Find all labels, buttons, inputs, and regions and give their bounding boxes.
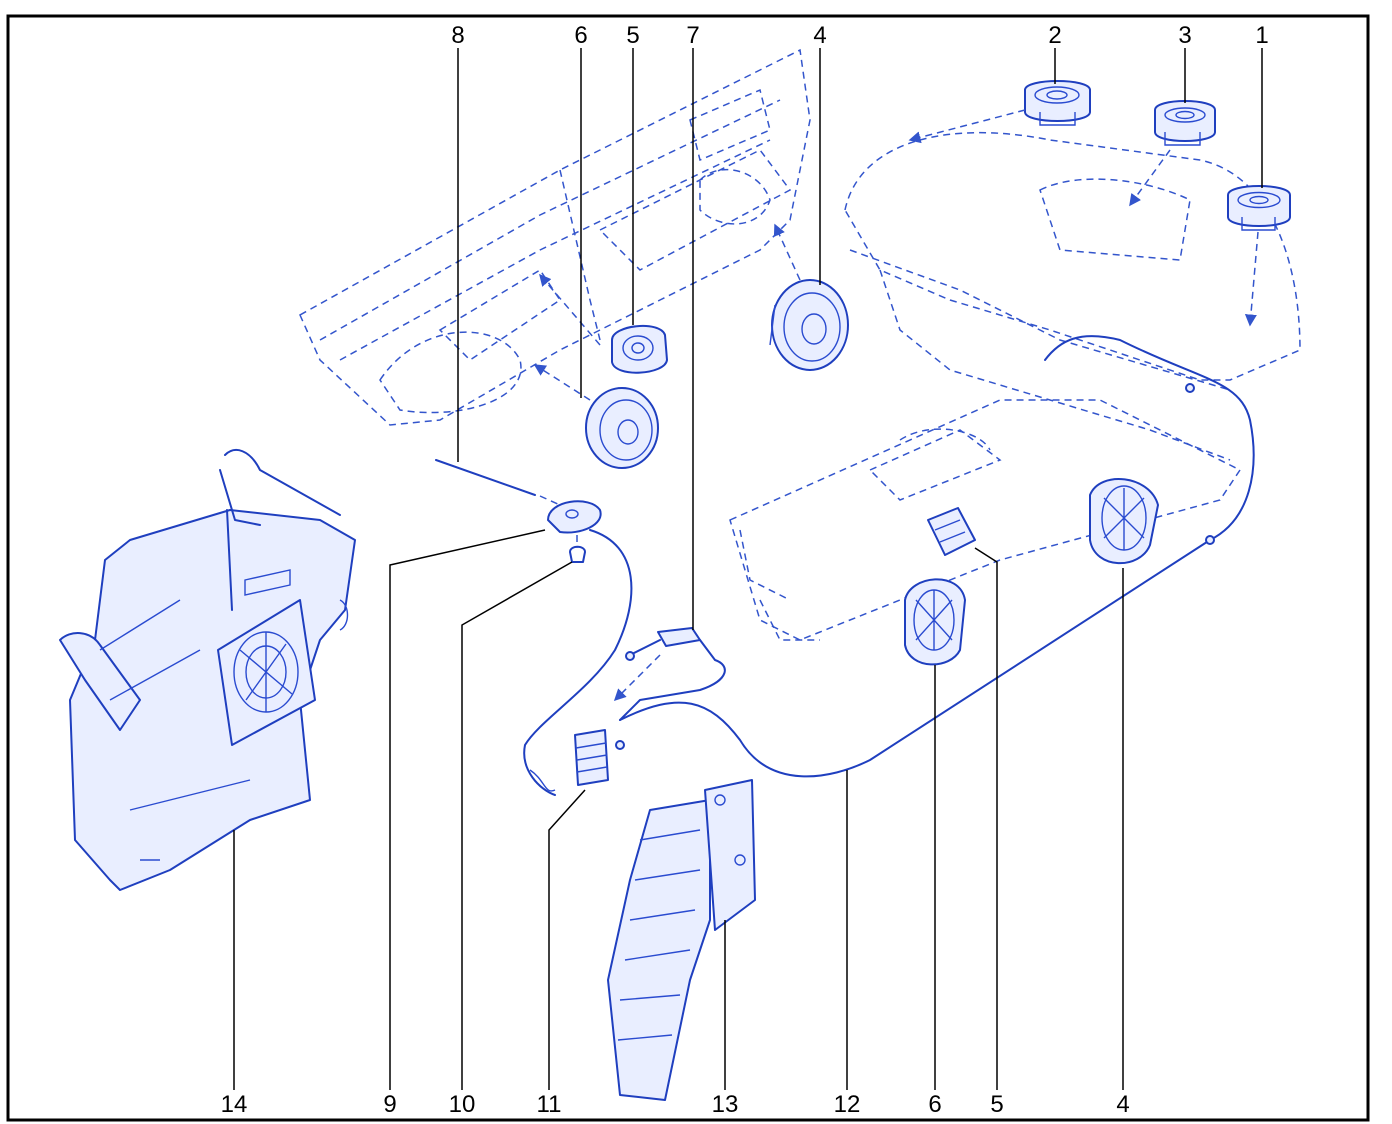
diagram-frame bbox=[6, 14, 1370, 1122]
part-4-rear-door-speaker bbox=[1089, 478, 1159, 565]
part-3-tweeter bbox=[1154, 100, 1216, 146]
part-4-front-door-speaker bbox=[769, 279, 849, 371]
callout-6-bottom: 6 bbox=[928, 1091, 941, 1118]
callout-4-bottom: 4 bbox=[1116, 1091, 1129, 1118]
callout-1: 1 bbox=[1255, 22, 1268, 49]
callout-12: 12 bbox=[834, 1091, 861, 1118]
part-5-door-tweeter bbox=[611, 324, 668, 374]
callout-labels: 1 2 3 4 5 6 7 8 9 10 11 12 13 14 6 5 4 bbox=[221, 22, 1269, 1118]
part-1-tweeter bbox=[1227, 185, 1291, 231]
callout-9: 9 bbox=[383, 1091, 396, 1118]
callout-5-bottom: 5 bbox=[990, 1091, 1003, 1118]
part-11-connector-block bbox=[574, 729, 609, 786]
part-13-amplifier-bracket bbox=[607, 779, 756, 1101]
callout-4-top: 4 bbox=[813, 22, 826, 49]
callout-5-top: 5 bbox=[626, 22, 639, 49]
part-12-cable-harness bbox=[523, 335, 1255, 796]
part-14-subwoofer-enclosure bbox=[59, 449, 356, 891]
callout-10: 10 bbox=[449, 1091, 476, 1118]
callout-3: 3 bbox=[1178, 22, 1191, 49]
part-5-rear-tweeter bbox=[927, 507, 976, 556]
callout-6-top: 6 bbox=[574, 22, 587, 49]
callout-11: 11 bbox=[537, 1091, 562, 1118]
part-10-antenna-clip bbox=[569, 535, 586, 563]
dashboard-interior-outline bbox=[729, 131, 1301, 641]
part-6-door-speaker bbox=[585, 387, 659, 469]
part-7-amplifier-module bbox=[615, 627, 726, 750]
part-8-antenna-rod bbox=[435, 459, 561, 506]
callout-14: 14 bbox=[221, 1091, 248, 1118]
part-6-rear-speaker bbox=[904, 578, 966, 666]
part-2-tweeter bbox=[1024, 80, 1091, 126]
callout-2: 2 bbox=[1048, 22, 1061, 49]
callout-13: 13 bbox=[712, 1091, 739, 1118]
callout-8: 8 bbox=[451, 22, 464, 49]
leader-lines bbox=[233, 48, 1263, 1090]
front-door-panel-outline bbox=[299, 48, 811, 426]
callout-7: 7 bbox=[686, 22, 699, 49]
part-9-antenna-base bbox=[547, 500, 602, 534]
